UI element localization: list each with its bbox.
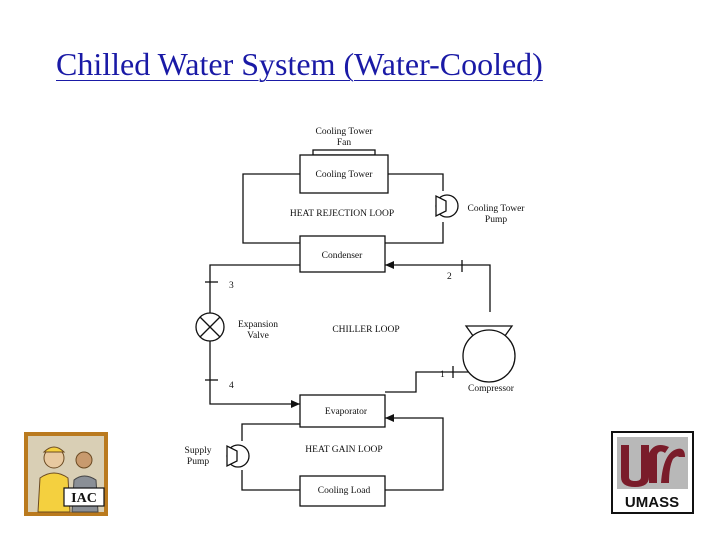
- cooling-tower-pump-label: Cooling Tower: [468, 204, 526, 214]
- expansion-valve-icon: [195, 312, 225, 342]
- umass-logo-art: UMASS: [613, 433, 692, 512]
- condenser-box: [299, 235, 386, 273]
- state-point-label: 1: [440, 370, 445, 380]
- cooling-load-box: [299, 475, 386, 507]
- cooling-load-label: Cooling Load: [318, 486, 371, 496]
- state-point-label: 3: [229, 281, 234, 291]
- chiller-loop-pipes: [205, 260, 491, 405]
- cooling-tower-pump-icon: [435, 194, 459, 218]
- flow-arrow: [385, 261, 394, 269]
- cooling-tower-fan-label: Fan: [337, 138, 352, 148]
- flow-arrow: [291, 400, 300, 408]
- heat-gain-loop-label: HEAT GAIN LOOP: [305, 445, 382, 455]
- umass-logo: UMASS: [611, 431, 694, 514]
- expansion-valve-label: Valve: [247, 331, 269, 341]
- iac-logo-text: IAC: [71, 491, 97, 506]
- state-point-label: 2: [447, 272, 452, 282]
- cooling-tower-fan: [312, 149, 376, 156]
- heat-rejection-loop-pipes: [242, 173, 444, 244]
- umass-logo-text: UMASS: [625, 494, 679, 511]
- evaporator-box: [299, 394, 386, 428]
- compressor-label: Compressor: [468, 384, 515, 394]
- cooling-tower-pump-label: Pump: [485, 215, 507, 225]
- iac-logo: IAC: [24, 432, 108, 516]
- state-point-label: 4: [229, 381, 234, 391]
- chiller-loop-label: CHILLER LOOP: [332, 325, 399, 335]
- condenser-label: Condenser: [322, 251, 363, 261]
- supply-pump-icon: [226, 444, 250, 468]
- compressor-icon: [462, 325, 516, 383]
- cooling-tower-label: Cooling Tower: [316, 170, 374, 180]
- expansion-valve-label: Expansion: [238, 320, 278, 330]
- flow-arrow: [385, 414, 394, 422]
- heat-rejection-loop-label: HEAT REJECTION LOOP: [290, 209, 394, 219]
- iac-logo-art: IAC: [24, 432, 108, 516]
- evaporator-label: Evaporator: [325, 407, 368, 417]
- cooling-tower-fan-label: Cooling Tower: [316, 127, 374, 137]
- slide-title[interactable]: Chilled Water System (Water-Cooled): [56, 46, 543, 82]
- supply-pump-label: Pump: [187, 457, 209, 467]
- heat-gain-loop-pipes: [241, 417, 444, 491]
- cooling-tower-box: [299, 154, 389, 194]
- supply-pump-label: Supply: [185, 446, 212, 456]
